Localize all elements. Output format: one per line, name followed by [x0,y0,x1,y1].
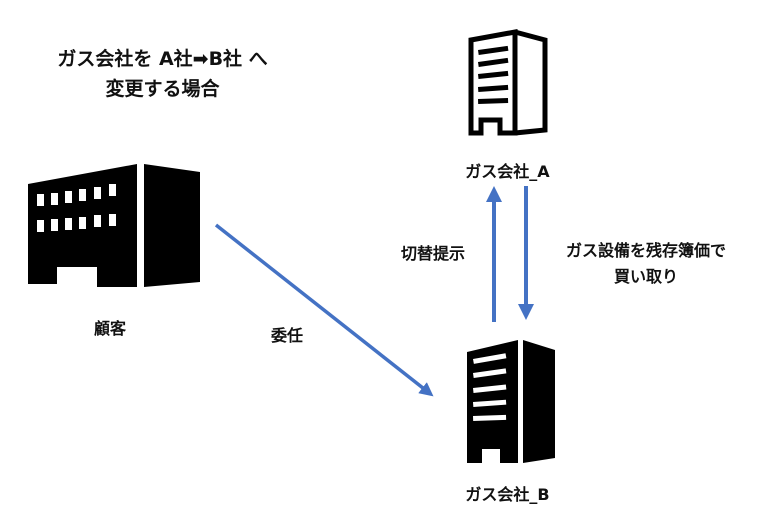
switch-proposal-label: 切替提示 [400,244,465,263]
tall-building-solid-icon [467,340,555,463]
diagram-title: ガス会社を A社➡B社 へ 変更する場合 [10,44,315,104]
title-line-1: ガス会社を A社➡B社 へ [57,48,268,70]
company-a-label: ガス会社_A [465,162,550,181]
buyback-label: ガス設備を残存簿価で 買い取り [536,238,756,290]
customer-label: 顧客 [93,319,126,338]
buyback-label-line-2: 買い取り [613,267,678,286]
buyback-label-line-1: ガス設備を残存簿価で [565,241,726,260]
tall-building-outline-icon [468,29,548,136]
company-b-label: ガス会社_B [465,485,550,504]
delegation-arrow [214,223,434,397]
delegation-label: 委任 [270,326,303,345]
title-line-2: 変更する場合 [105,78,220,100]
office-building-icon [28,164,200,287]
